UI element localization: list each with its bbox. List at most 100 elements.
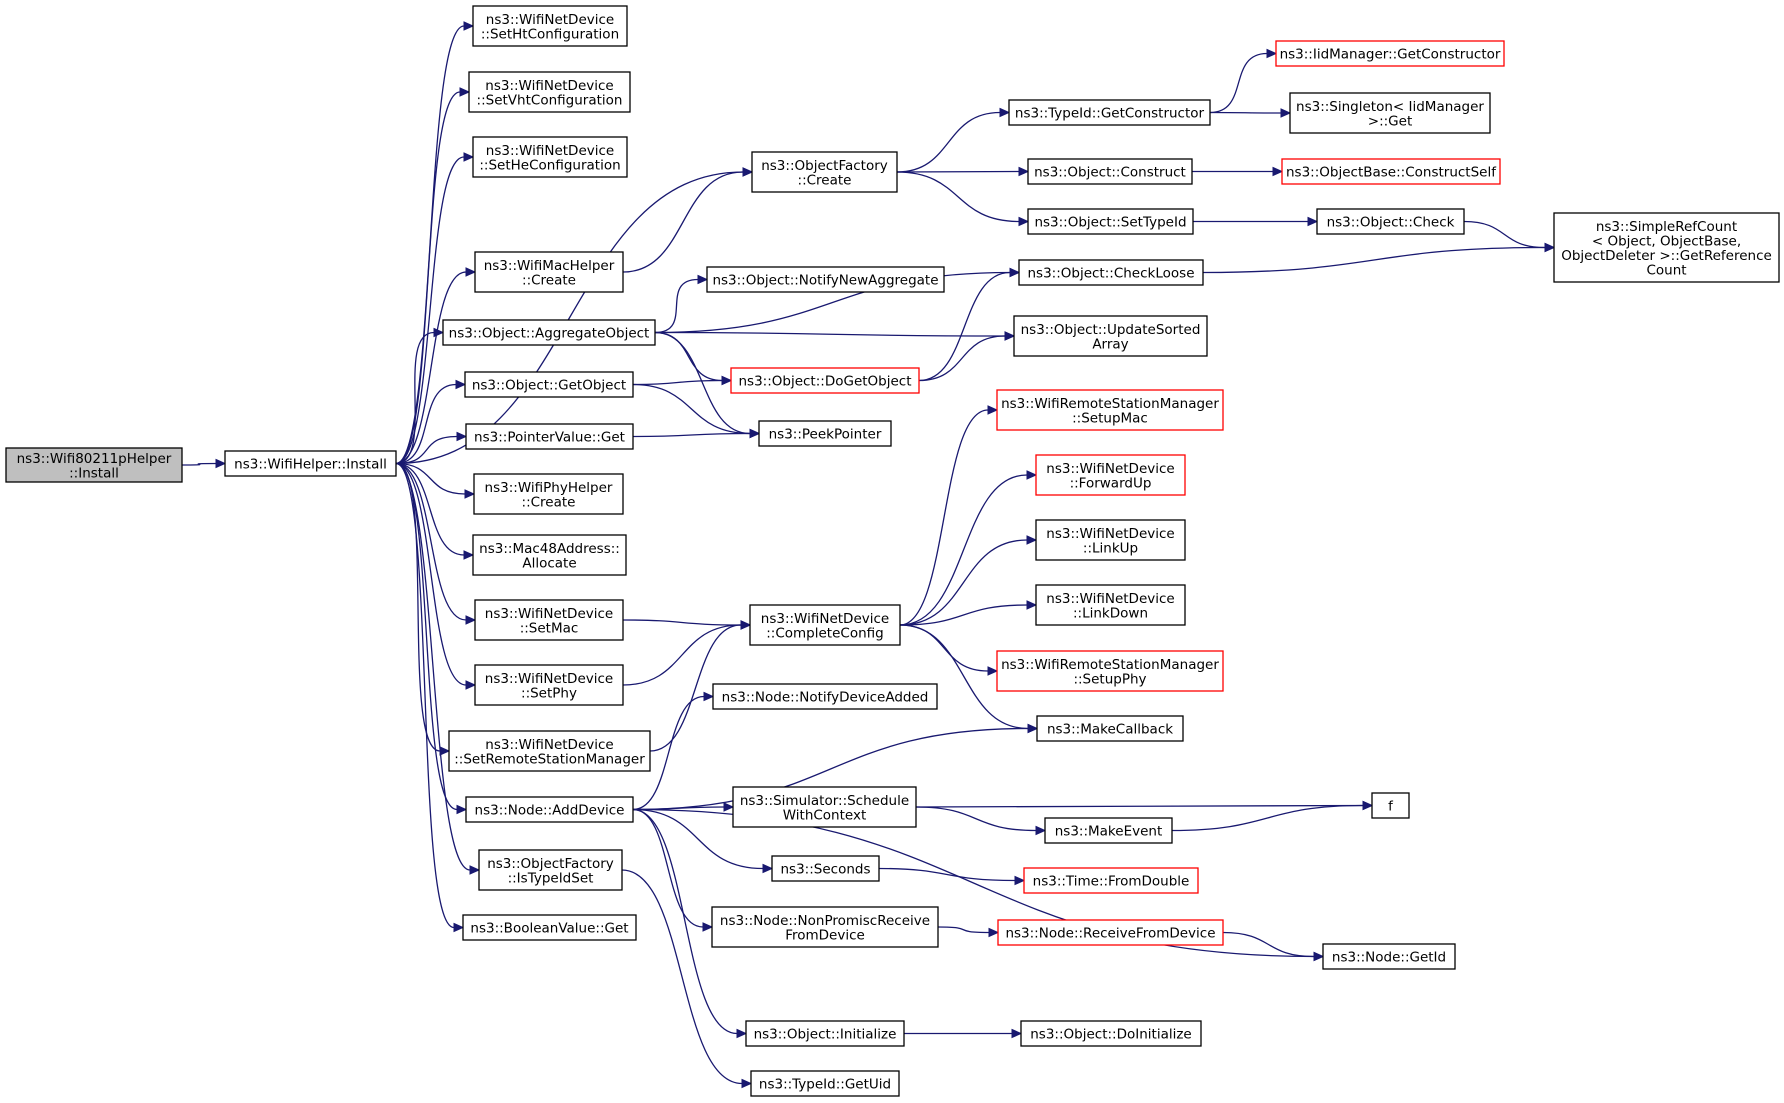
node-box [751, 151, 898, 193]
edge-construct-to-constructself [1192, 166, 1284, 177]
node-ofCreate[interactable]: ns3::ObjectFactory::Create [751, 151, 898, 193]
node-setvht[interactable]: ns3::WifiNetDevice::SetVhtConfiguration [468, 71, 631, 113]
node-aggregate[interactable]: ns3::Object::AggregateObject [442, 319, 656, 346]
node-getuid[interactable]: ns3::TypeId::GetUid [750, 1070, 900, 1097]
node-box [1316, 208, 1465, 235]
node-adddevice[interactable]: ns3::Node::AddDevice [465, 796, 634, 823]
node-box [749, 604, 901, 646]
edge-line [395, 462, 465, 556]
node-seconds[interactable]: ns3::Seconds [771, 855, 880, 882]
edge-arrowhead [1026, 600, 1038, 610]
edge-adddevice-to-initialize [632, 808, 748, 1039]
node-mac48[interactable]: ns3::Mac48Address::Allocate [472, 534, 627, 576]
node-makecallback[interactable]: ns3::MakeCallback [1036, 715, 1184, 742]
node-construct[interactable]: ns3::Object::Construct [1027, 158, 1193, 185]
edge-macCreate-to-ofCreate [622, 167, 754, 273]
edge-arrowhead [453, 922, 465, 933]
node-macCreate[interactable]: ns3::WifiMacHelper::Create [474, 251, 624, 293]
node-box [1553, 212, 1780, 283]
node-setht[interactable]: ns3::WifiNetDevice::SetHtConfiguration [472, 5, 628, 47]
node-doinitialize[interactable]: ns3::Object::DoInitialize [1020, 1020, 1202, 1047]
node-rsmSetupPhy[interactable]: ns3::WifiRemoteStationManager::SetupPhy [996, 650, 1224, 692]
node-constructself[interactable]: ns3::ObjectBase::ConstructSelf [1281, 158, 1501, 185]
node-notifydevadded[interactable]: ns3::Node::NotifyDeviceAdded [712, 683, 938, 710]
node-box [473, 473, 624, 515]
edge-arrowhead [464, 489, 476, 499]
node-setrsm[interactable]: ns3::WifiNetDevice::SetRemoteStationMana… [448, 730, 651, 772]
node-dogetobject[interactable]: ns3::Object::DoGetObject [730, 367, 920, 394]
edge-line [1171, 804, 1364, 832]
node-peekpointer[interactable]: ns3::PeekPointer [758, 420, 892, 447]
node-box [478, 849, 623, 891]
node-box [1008, 99, 1211, 126]
node-label: ns3::WifiRemoteStationManager [1001, 657, 1219, 673]
node-iidgetctor[interactable]: ns3::IidManager::GetConstructor [1275, 40, 1505, 67]
node-sethe[interactable]: ns3::WifiNetDevice::SetHeConfiguration [472, 136, 628, 178]
node-label: ns3::Object::Initialize [754, 1027, 897, 1043]
node-box [5, 447, 183, 483]
edge-arrowhead [703, 691, 715, 702]
node-checkloose[interactable]: ns3::Object::CheckLoose [1018, 259, 1204, 286]
edge-setrsm-to-completeconfig [649, 620, 752, 752]
node-wifi80211p[interactable]: ns3::Wifi80211pHelper::Install [5, 447, 183, 483]
node-box [1036, 715, 1184, 742]
edge-wifihelper-to-setmac [395, 462, 477, 625]
node-getobject[interactable]: ns3::Object::GetObject [464, 371, 634, 398]
node-label: ns3::TypeId::GetConstructor [1015, 106, 1205, 122]
node-setmac[interactable]: ns3::WifiNetDevice::SetMac [474, 599, 624, 641]
node-settypeid[interactable]: ns3::Object::SetTypeId [1027, 208, 1194, 235]
edge-line [622, 171, 744, 273]
node-label: ns3::Object::UpdateSorted [1021, 322, 1201, 338]
node-label: ns3::Time::FromDouble [1033, 874, 1190, 890]
edge-adddevice-to-seconds [632, 808, 774, 874]
node-getrefcount[interactable]: ns3::SimpleRefCount< Object, ObjectBase,… [1553, 212, 1780, 283]
edge-wifihelper-to-aggregate [395, 327, 445, 465]
nodes-layer: ns3::Wifi80211pHelper::Install ns3::WifiH… [5, 5, 1780, 1097]
node-pvget[interactable]: ns3::PointerValue::Get [465, 423, 634, 450]
node-wifihelper[interactable]: ns3::WifiHelper::Install [224, 450, 397, 477]
node-box [472, 5, 628, 47]
node-box [464, 371, 634, 398]
node-makeevent[interactable]: ns3::MakeEvent [1044, 817, 1173, 844]
node-receivefromdevice[interactable]: ns3::Node::ReceiveFromDevice [997, 919, 1224, 946]
node-check[interactable]: ns3::Object::Check [1316, 208, 1465, 235]
node-setphy[interactable]: ns3::WifiNetDevice::SetPhy [474, 664, 624, 706]
node-label: ns3::PointerValue::Get [474, 430, 625, 446]
node-box [758, 420, 892, 447]
edge-line [632, 695, 705, 811]
edge-arrowhead [215, 458, 227, 469]
node-singleton[interactable]: ns3::Singleton< IidManager>::Get [1289, 92, 1491, 134]
node-box [771, 855, 880, 882]
node-f[interactable]: f [1371, 792, 1410, 819]
edge-aggregate-to-dogetobject [654, 331, 733, 386]
node-fromdouble[interactable]: ns3::Time::FromDouble [1023, 867, 1199, 894]
edge-check-to-getrefcount [1463, 220, 1556, 253]
node-linkdown[interactable]: ns3::WifiNetDevice::LinkDown [1035, 584, 1186, 626]
node-linkup[interactable]: ns3::WifiNetDevice::LinkUp [1035, 519, 1186, 561]
edge-arrowhead [1014, 875, 1026, 886]
node-box [1027, 158, 1193, 185]
node-rsmSetupMac[interactable]: ns3::WifiRemoteStationManager::SetupMac [996, 389, 1224, 431]
edge-line [896, 170, 1020, 173]
node-phyCreate[interactable]: ns3::WifiPhyHelper::Create [473, 473, 624, 515]
node-istypeidset[interactable]: ns3::ObjectFactory::IsTypeIdSet [478, 849, 623, 891]
node-completeconfig[interactable]: ns3::WifiNetDevice::CompleteConfig [749, 604, 901, 646]
node-box [996, 650, 1224, 692]
edge-line [395, 91, 461, 465]
node-box [712, 683, 938, 710]
node-getconstructor[interactable]: ns3::TypeId::GetConstructor [1008, 99, 1211, 126]
node-box [465, 423, 634, 450]
node-initialize[interactable]: ns3::Object::Initialize [745, 1020, 905, 1047]
edge-wifihelper-to-setphy [395, 462, 477, 690]
edge-arrowhead [1307, 216, 1319, 227]
node-boolget[interactable]: ns3::BooleanValue::Get [462, 914, 637, 941]
node-nodegetid[interactable]: ns3::Node::GetId [1322, 943, 1456, 970]
node-label: ns3::Seconds [781, 862, 871, 878]
edge-line [1463, 220, 1546, 249]
node-forwardup[interactable]: ns3::WifiNetDevice::ForwardUp [1035, 454, 1186, 496]
node-label: ::SetupMac [1072, 410, 1148, 426]
node-notifyagg[interactable]: ns3::Object::NotifyNewAggregate [706, 266, 945, 293]
